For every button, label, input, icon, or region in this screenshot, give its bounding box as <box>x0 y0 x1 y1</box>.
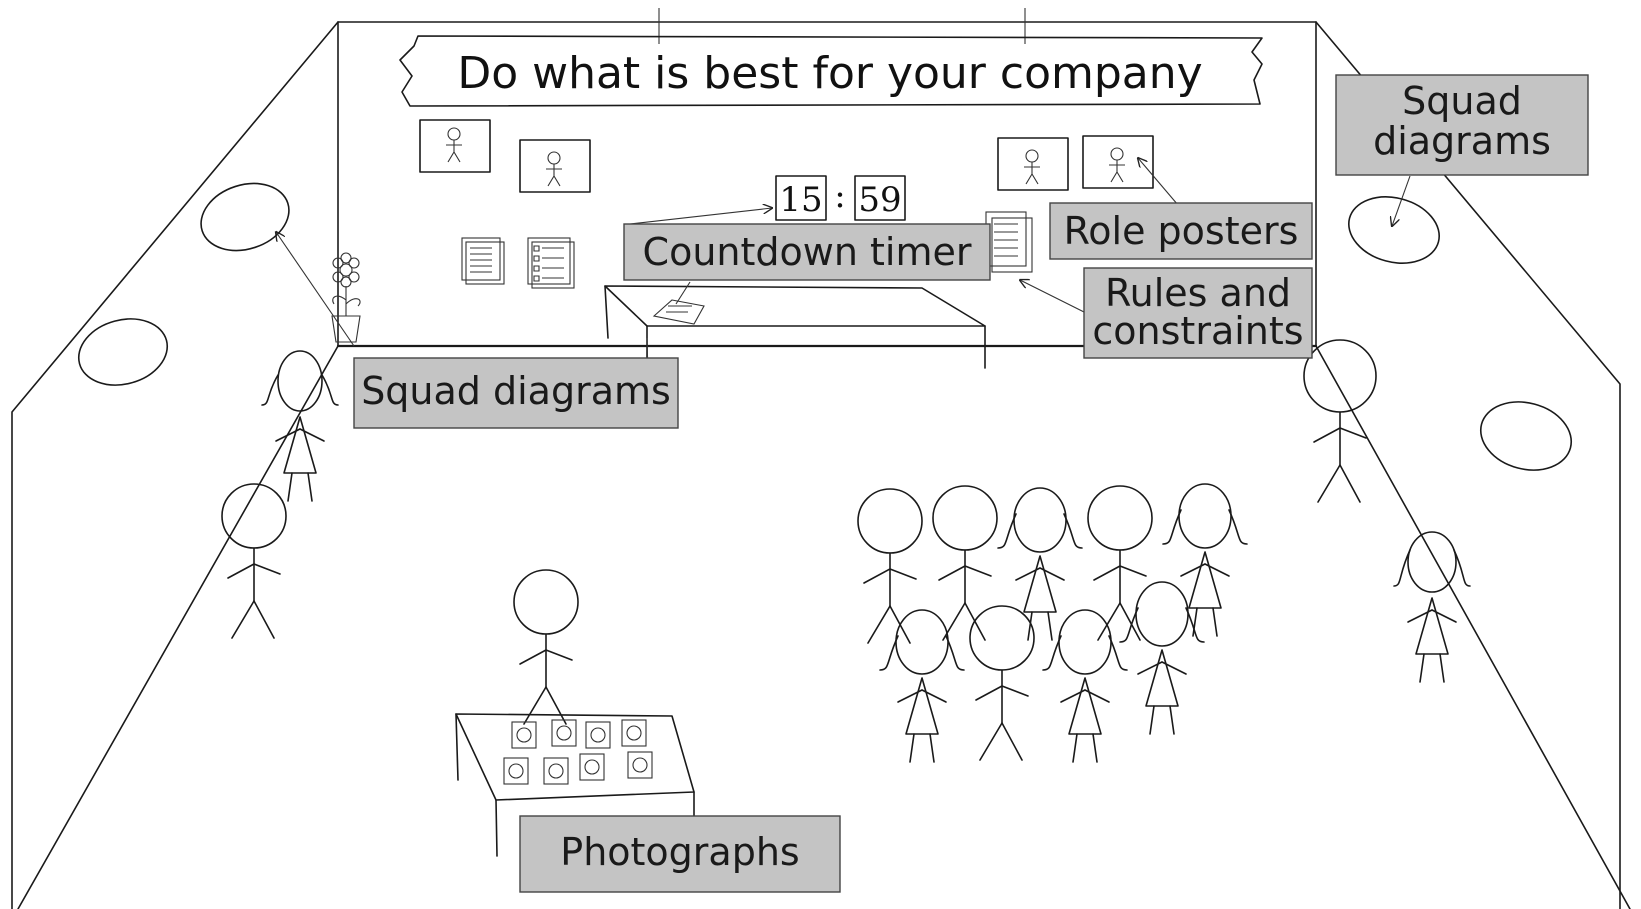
role-poster-1 <box>419 119 491 173</box>
role-poster-4 <box>1082 135 1154 189</box>
people <box>221 339 1471 763</box>
label-role-posters-text: Role posters <box>1064 209 1299 253</box>
label-role-posters: Role posters <box>1049 202 1313 260</box>
label-squad-left-text: Squad diagrams <box>361 369 671 413</box>
label-squad-diagrams-right: Squad diagrams <box>1335 74 1589 176</box>
timer-seconds: 59 <box>858 180 901 220</box>
label-rules-constraints: Rules and constraints <box>1083 267 1313 359</box>
banner: Do what is best for your company <box>399 35 1263 107</box>
photo-table <box>455 713 695 857</box>
checklist-document <box>527 237 575 289</box>
role-poster-3 <box>997 137 1069 191</box>
label-squad-diagrams-left: Squad diagrams <box>353 357 679 429</box>
label-rules-line1: Rules and <box>1105 271 1291 315</box>
label-photographs: Photographs <box>519 815 841 893</box>
rules-document-left <box>461 237 505 285</box>
photographs-icons <box>503 719 653 785</box>
label-countdown-timer: Countdown timer <box>623 223 991 281</box>
label-countdown-timer-text: Countdown timer <box>643 230 972 274</box>
timer-separator: : <box>834 176 845 216</box>
countdown-timer: 15 : 59 <box>775 175 906 221</box>
label-photographs-text: Photographs <box>560 830 799 874</box>
label-squad-right-line2: diagrams <box>1373 119 1551 163</box>
squad-diagrams <box>77 182 1573 471</box>
label-squad-right-line1: Squad <box>1402 79 1522 123</box>
label-rules-line2: constraints <box>1092 309 1303 353</box>
banner-text: Do what is best for your company <box>457 48 1202 99</box>
role-poster-2 <box>519 139 591 193</box>
flower-pot-icon <box>331 252 361 343</box>
timer-minutes: 15 <box>779 180 822 220</box>
rules-document-right <box>985 211 1033 273</box>
